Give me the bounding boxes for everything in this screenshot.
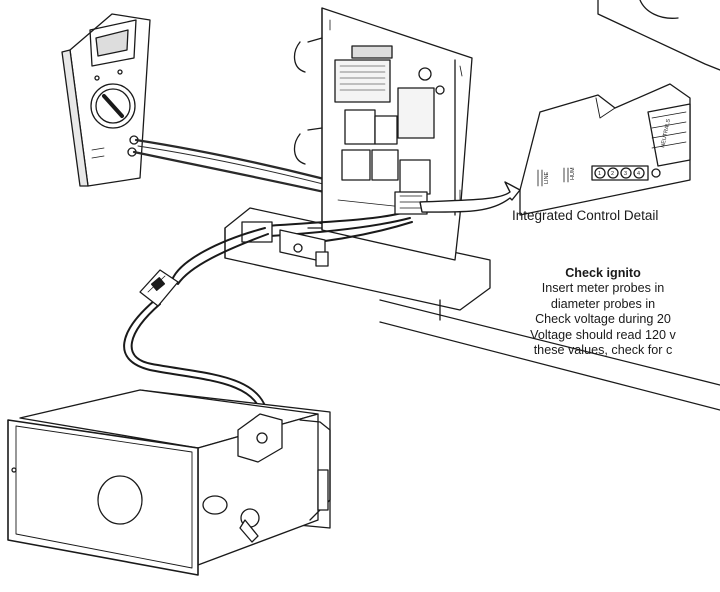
- ignitor-housing-icon: [7, 389, 331, 576]
- terminal-hum-label: HUM: [570, 167, 576, 180]
- ignitor-check-instructions: Check ignito Insert meter probes in diam…: [486, 266, 720, 358]
- ignitor-cable: [123, 227, 269, 463]
- arrow-icon: [419, 181, 521, 213]
- control-detail-callout: [519, 83, 691, 216]
- cabinet-corner: [597, 0, 720, 71]
- control-board-icon: [293, 7, 473, 261]
- terminal-3: 3: [624, 171, 627, 177]
- instructions-heading: Check ignito: [565, 266, 641, 280]
- terminal-line-label: LINE: [544, 171, 550, 184]
- instruction-line: diameter probes in: [550, 296, 656, 311]
- inline-plug: [139, 269, 179, 307]
- terminal-2: 2: [611, 171, 614, 177]
- terminal-4: 4: [637, 171, 640, 177]
- multimeter-icon: [61, 13, 151, 187]
- instruction-line: these values, check for c: [533, 343, 673, 358]
- instruction-line: Insert meter probes in: [541, 281, 665, 296]
- terminal-1: 1: [598, 171, 601, 177]
- instruction-line: Voltage should read 120 v: [530, 327, 676, 342]
- integrated-control-detail-caption: Integrated Control Detail: [512, 208, 659, 223]
- instruction-line: Check voltage during 20: [535, 312, 671, 327]
- shelf-components: [241, 221, 329, 267]
